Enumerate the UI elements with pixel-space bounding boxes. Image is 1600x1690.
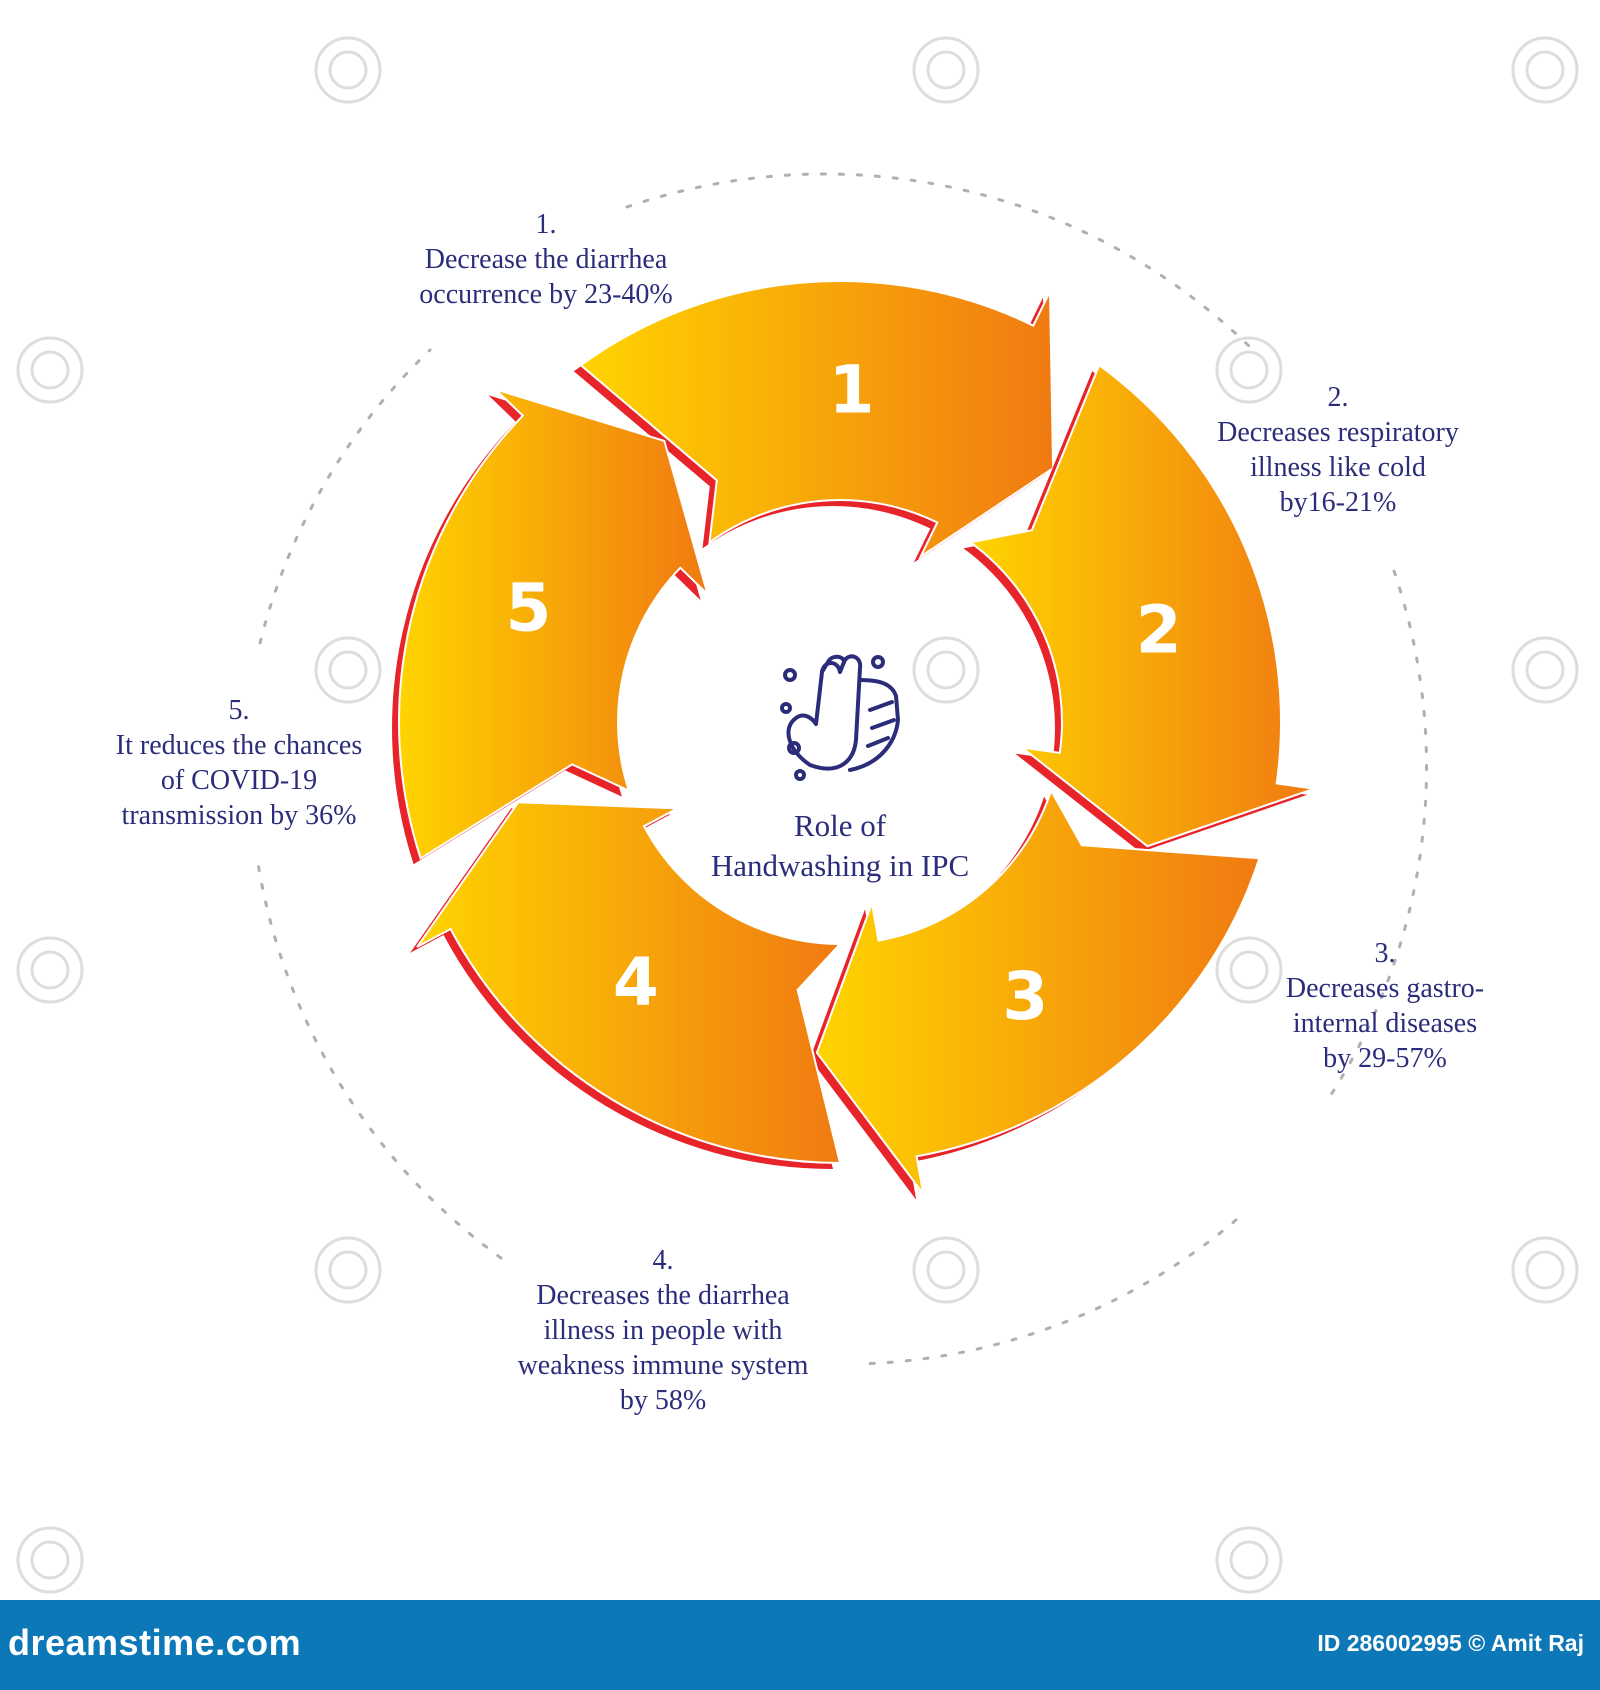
arrow-2 xyxy=(968,363,1315,848)
cycle-diagram: 1 2 3 4 5 Role of Handwashing in IPC xyxy=(16,36,1579,1594)
step-3-line-1: Decreases gastro- xyxy=(1285,973,1485,1004)
step-1-line-2: occurrence by 23-40% xyxy=(419,279,673,310)
step-2-line-1: Decreases respiratory xyxy=(1217,417,1459,448)
arrow-5 xyxy=(398,388,710,860)
arrow-4-number: 4 xyxy=(613,944,659,1021)
step-3-number: 3. xyxy=(1374,938,1396,969)
handwashing-icon xyxy=(780,654,900,781)
step-1-number: 1. xyxy=(535,209,557,240)
step-4-line-4: by 58% xyxy=(619,1385,707,1416)
arrow-1 xyxy=(579,280,1055,560)
step-5-number: 5. xyxy=(228,695,250,726)
step-3-label: 3. Decreases gastro- internal diseases b… xyxy=(1286,936,1484,1076)
watermark-spirals xyxy=(16,36,1579,1594)
step-2-line-3: by16-21% xyxy=(1279,487,1397,518)
step-4-line-1: Decreases the diarrhea xyxy=(536,1280,790,1311)
step-5-line-3: transmission by 36% xyxy=(121,800,357,831)
step-5-label: 5. It reduces the chances of COVID-19 tr… xyxy=(116,693,362,833)
step-4-number: 4. xyxy=(652,1245,674,1276)
arrow-2-number: 2 xyxy=(1136,592,1182,669)
step-4-line-2: illness in people with xyxy=(543,1315,783,1346)
dashed-outer-ring xyxy=(255,172,1429,1366)
step-5-line-1: It reduces the chances xyxy=(115,730,363,761)
arrow-1-number: 1 xyxy=(829,352,875,429)
center-title-line-2: Handwashing in IPC xyxy=(711,848,969,883)
step-2-number: 2. xyxy=(1327,382,1349,413)
footer-brand[interactable]: dreamstime.com xyxy=(8,1622,302,1663)
step-4-line-3: weakness immune system xyxy=(517,1350,809,1381)
step-3-line-2: internal diseases xyxy=(1292,1008,1478,1039)
step-2-line-2: illness like cold xyxy=(1250,452,1426,483)
step-3-line-3: by 29-57% xyxy=(1323,1043,1447,1074)
step-4-label: 4. Decreases the diarrhea illness in peo… xyxy=(518,1243,809,1418)
footer-bar: dreamstime.com ID 286002995 © Amit Raj xyxy=(0,1600,1600,1690)
arrow-3-number: 3 xyxy=(1002,958,1048,1035)
arrow-3 xyxy=(815,788,1261,1195)
step-5-line-2: of COVID-19 xyxy=(160,765,318,796)
arrow-4 xyxy=(416,801,843,1165)
footer-credit: ID 286002995 © Amit Raj xyxy=(1317,1630,1584,1656)
arrow-5-number: 5 xyxy=(506,570,552,647)
center-title-line-1: Role of xyxy=(794,808,887,843)
step-1-label: 1. Decrease the diarrhea occurrence by 2… xyxy=(419,207,672,312)
step-2-label: 2. Decreases respiratory illness like co… xyxy=(1217,380,1459,520)
step-1-line-1: Decrease the diarrhea xyxy=(424,244,668,275)
